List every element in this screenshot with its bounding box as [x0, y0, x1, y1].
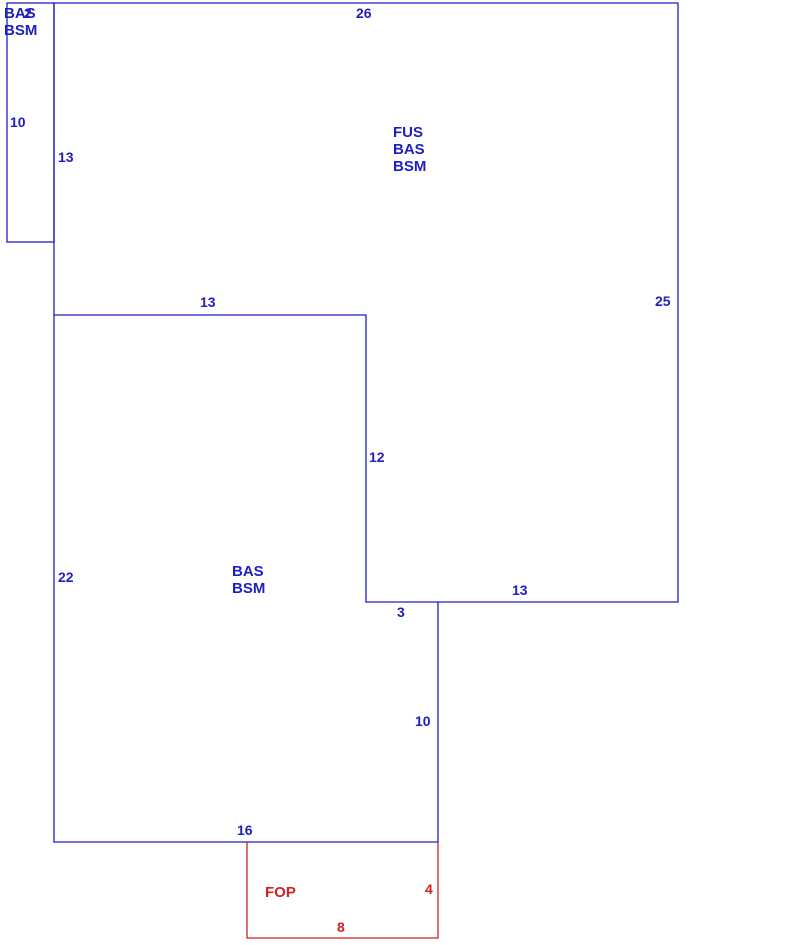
upper-inner-top-dimension: 13 [200, 294, 216, 310]
porch-area-label: FOP [265, 884, 296, 901]
upper-bottom-dimension: 13 [512, 582, 528, 598]
small-room-width-dimension: 2 [24, 5, 32, 21]
upper-area-label-2: BAS [393, 141, 425, 158]
upper-inner-vertical-dimension: 12 [369, 449, 385, 465]
small-room-height-dimension: 10 [10, 114, 26, 130]
lower-area-label-1: BAS [232, 563, 264, 580]
lower-left-dimension: 22 [58, 569, 74, 585]
lower-area-label-2: BSM [232, 580, 265, 597]
upper-right-dimension: 25 [655, 293, 671, 309]
porch-outline [246, 842, 439, 939]
upper-area-label-3: BSM [393, 158, 426, 175]
porch-bottom-dimension: 8 [337, 919, 345, 935]
upper-left-dimension: 13 [58, 149, 74, 165]
interior-divider-line [54, 314, 438, 603]
porch-right-dimension: 4 [425, 881, 433, 897]
upper-top-dimension: 26 [356, 5, 372, 21]
lower-bottom-dimension: 16 [237, 822, 253, 838]
lower-step-dimension: 3 [397, 604, 405, 620]
small-room-area-label-2: BSM [4, 22, 37, 39]
small-room-area-label-1: BAS [4, 5, 36, 22]
lower-right-dimension: 10 [415, 713, 431, 729]
upper-area-label-1: FUS [393, 124, 423, 141]
